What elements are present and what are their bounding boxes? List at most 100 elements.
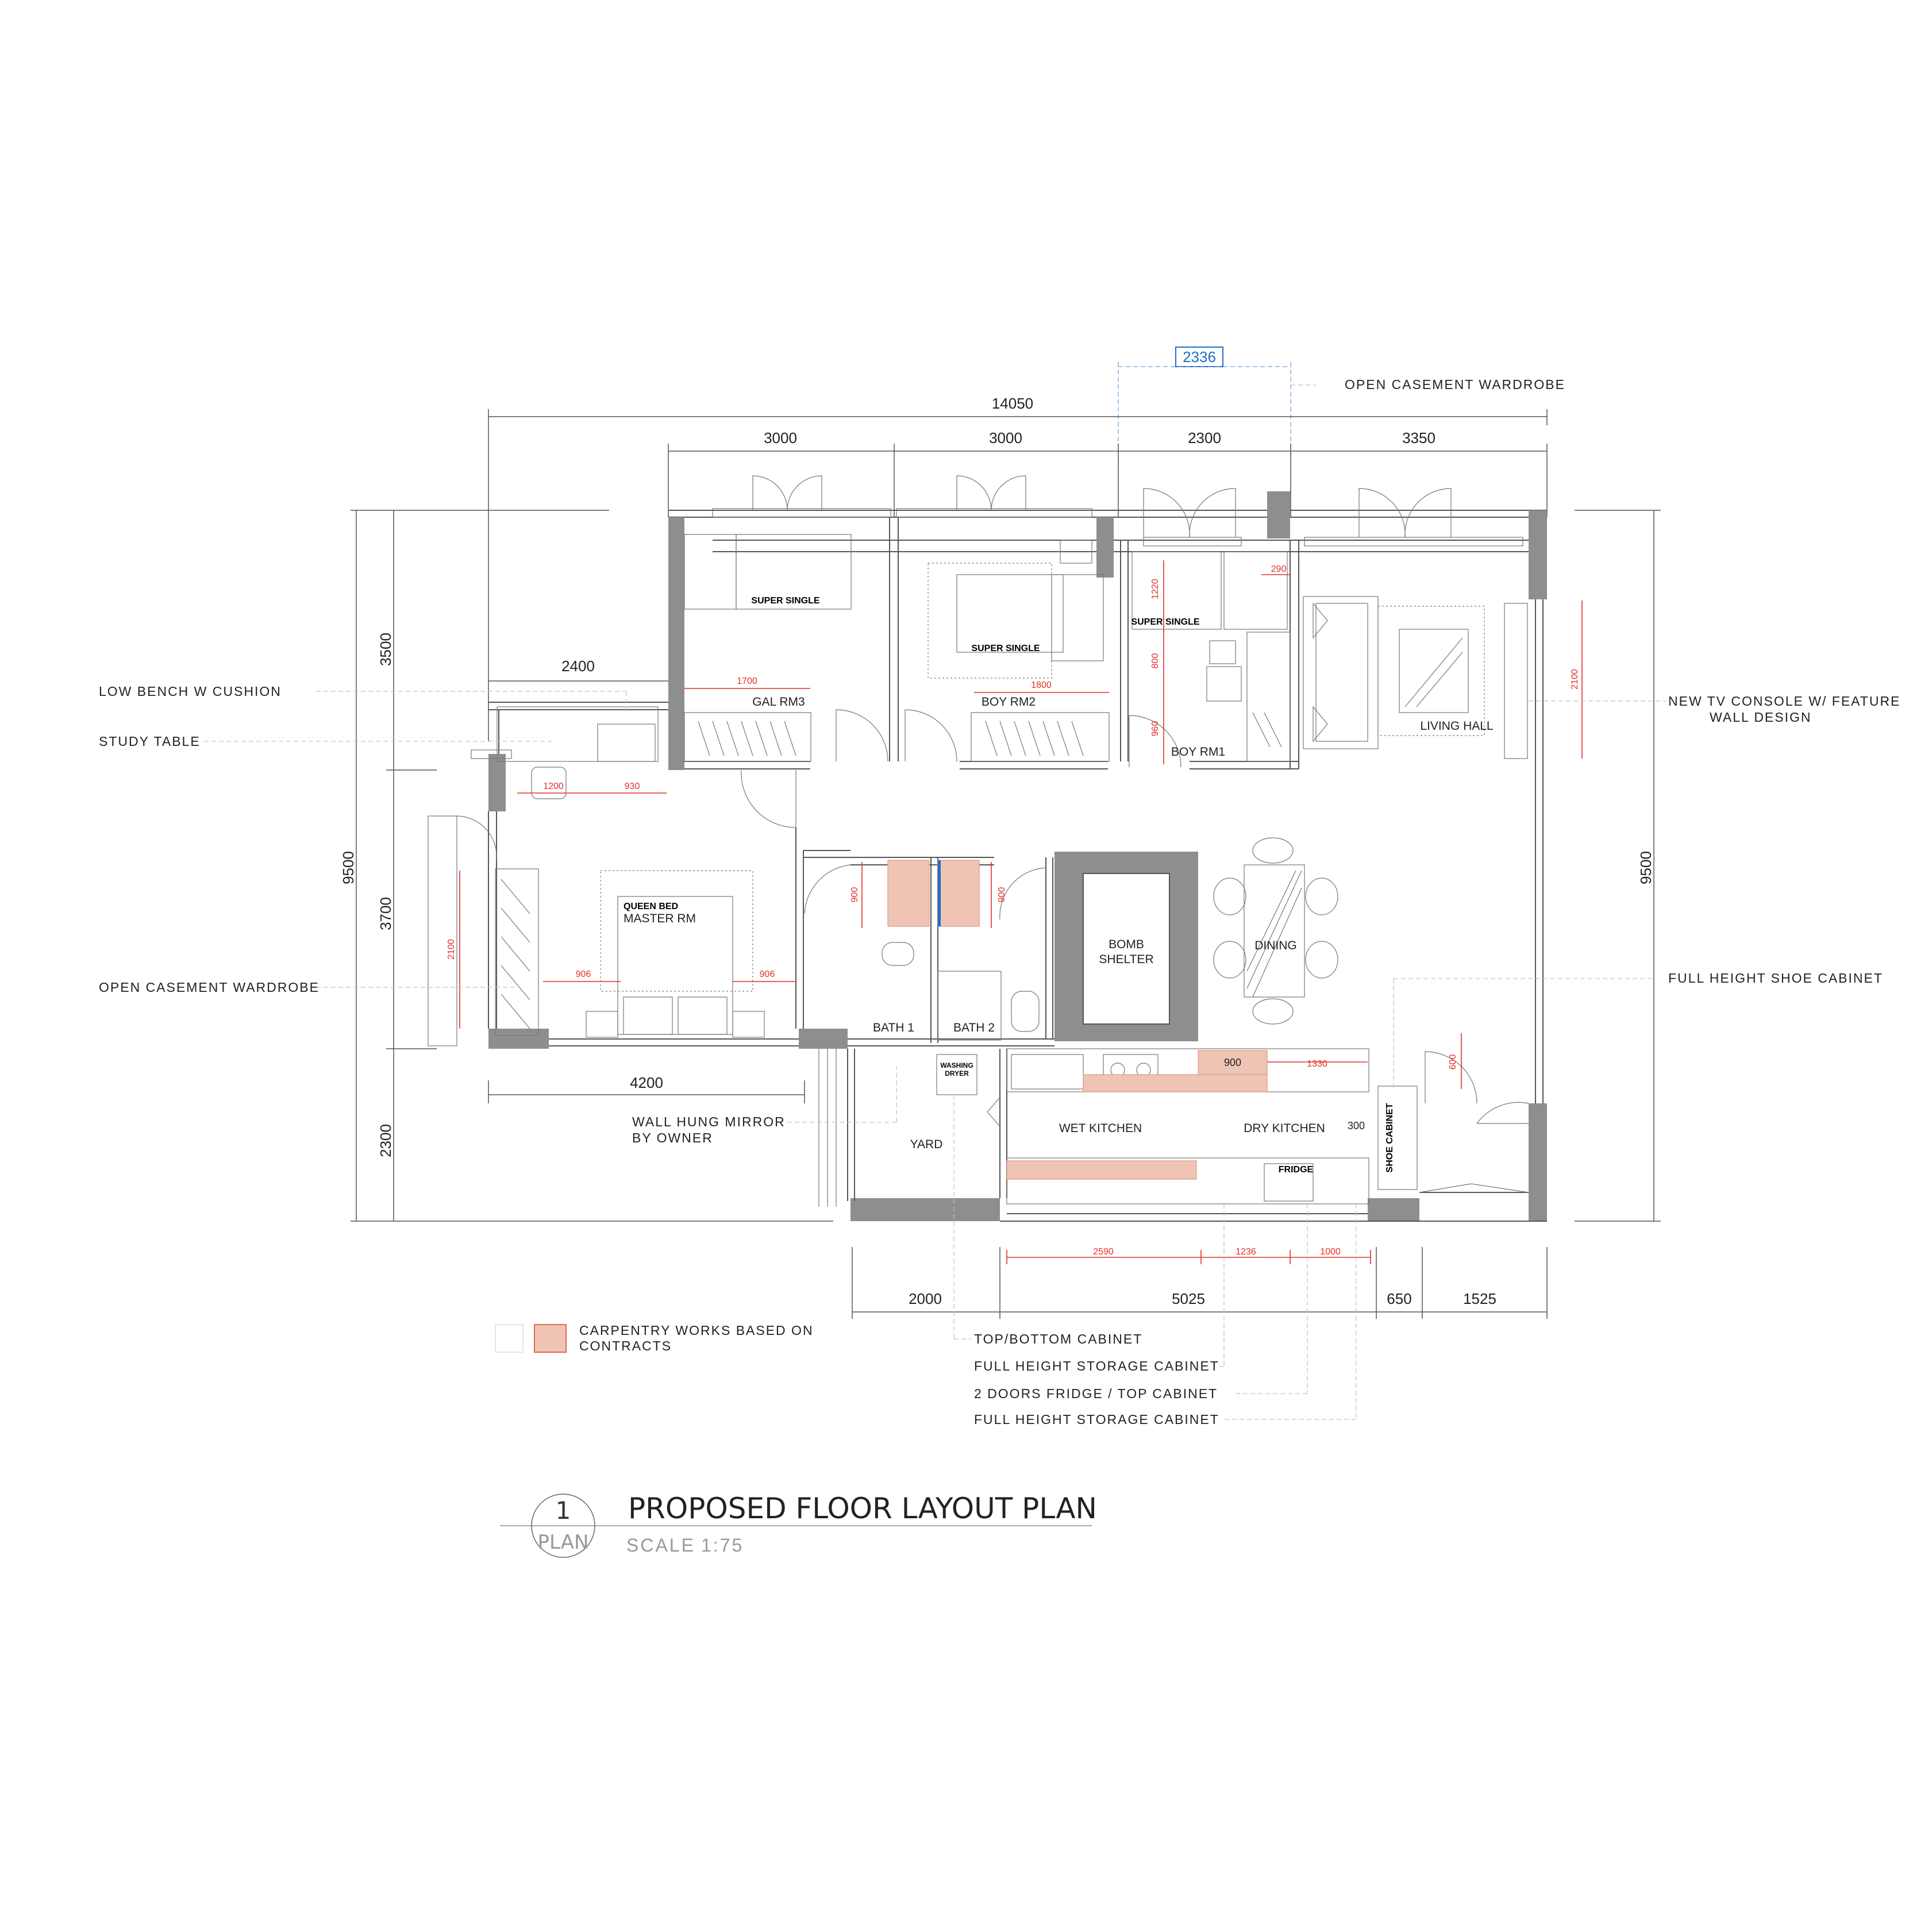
note-top-bottom: TOP/BOTTOM CABINET <box>974 1331 1142 1346</box>
dim-bottom-1: 2000 <box>909 1290 942 1307</box>
rdim-k-bottom-2: 1236 <box>1236 1247 1256 1257</box>
carpentry-bath1-vanity <box>887 860 930 927</box>
dim-bottom-4: 1525 <box>1463 1290 1496 1307</box>
note-low-bench: LOW BENCH W CUSHION <box>99 684 282 699</box>
label-fridge: FRIDGE <box>1279 1165 1314 1175</box>
highlight-dimension-box <box>1175 347 1223 367</box>
room-master: MASTER RM <box>624 912 696 925</box>
furniture <box>471 534 1528 1204</box>
furniture-labels: SUPER SINGLE SUPER SINGLE SUPER SINGLE Q… <box>624 596 1395 1175</box>
rdim-master-r: 906 <box>760 969 775 979</box>
wall-living-bottom <box>1529 1103 1547 1221</box>
note-open-wardrobe-top: OPEN CASEMENT WARDROBE <box>1345 377 1565 392</box>
room-labels: GAL RM3 BOY RM2 BOY RM1 LIVING HALL MAST… <box>624 695 1494 1151</box>
room-dining: DINING <box>1254 939 1297 952</box>
rdim-bath1: 900 <box>850 887 860 903</box>
room-wet-kitchen: WET KITCHEN <box>1059 1122 1142 1135</box>
label-ss1: SUPER SINGLE <box>751 596 819 606</box>
dim-study-width: 2400 <box>561 657 595 675</box>
rdim-boy2-bed: 1800 <box>1031 680 1052 690</box>
dim-left-total: 9500 <box>340 851 357 884</box>
room-gal: GAL RM3 <box>752 695 805 709</box>
carpentry-kitchen-top <box>1198 1050 1268 1075</box>
wall-study-left <box>488 754 506 811</box>
label-washer-2: DRYER <box>945 1069 969 1077</box>
title-number: 1 <box>556 1496 571 1525</box>
room-yard: YARD <box>910 1138 943 1151</box>
room-bath2: BATH 2 <box>953 1021 995 1034</box>
note-full-storage-1: FULL HEIGHT STORAGE CABINET <box>974 1358 1219 1373</box>
carpentry-works <box>887 860 1268 1180</box>
note-full-storage-2: FULL HEIGHT STORAGE CABINET <box>974 1412 1219 1427</box>
label-ss2: SUPER SINGLE <box>971 644 1040 653</box>
rdim-kitchen-b: 1330 <box>1307 1059 1327 1069</box>
wall-master-bottom-right <box>799 1029 848 1049</box>
title-heading: PROPOSED FLOOR LAYOUT PLAN <box>628 1492 1097 1525</box>
rdim-kitchen-c: 600 <box>1448 1054 1458 1070</box>
rdim-boy1-a: 1220 <box>1150 579 1160 599</box>
doors-windows <box>428 475 1529 1193</box>
room-boy2: BOY RM2 <box>982 695 1036 709</box>
legend-swatch-carpentry <box>534 1324 567 1353</box>
room-bath1: BATH 1 <box>873 1021 914 1034</box>
label-ss3: SUPER SINGLE <box>1131 617 1199 627</box>
room-bomb-1: BOMB <box>1109 938 1144 951</box>
rdim-bath2: 900 <box>997 887 1007 903</box>
wall-boy2-corner <box>1096 517 1114 578</box>
rdim-study-b: 930 <box>625 782 640 791</box>
dim-kitchen-300: 300 <box>1348 1120 1365 1132</box>
note-fridge-top: 2 DOORS FRIDGE / TOP CABINET <box>974 1386 1218 1401</box>
annotations: OPEN CASEMENT WARDROBE LOW BENCH W CUSHI… <box>99 377 1900 1427</box>
wall-boy1-right <box>1267 491 1290 538</box>
dim-right-total: 9500 <box>1637 851 1654 884</box>
rdim-k-bottom-3: 1000 <box>1320 1247 1341 1257</box>
label-washer-1: WASHING <box>940 1061 973 1069</box>
side-dimensions: 9500 3500 3700 2300 9500 <box>340 510 1661 1222</box>
rdim-kitchen-a: 900 <box>1224 1057 1241 1068</box>
wall-yard-bottom <box>850 1198 1000 1221</box>
dim-top-highlight: 2336 <box>1183 348 1216 365</box>
title-sub: PLAN <box>538 1531 589 1554</box>
rdim-k-bottom-1: 2590 <box>1093 1247 1114 1257</box>
dim-overall: 14050 <box>992 395 1033 412</box>
note-shoe-cabinet: FULL HEIGHT SHOE CABINET <box>1668 971 1883 986</box>
legend-line-2: CONTRACTS <box>579 1338 672 1353</box>
title-scale-label: SCALE <box>626 1535 695 1556</box>
note-mirror-2: BY OWNER <box>632 1130 713 1145</box>
wall-gal-left <box>668 517 684 770</box>
note-tv-2: WALL DESIGN <box>1710 710 1812 725</box>
dim-top-4: 3350 <box>1402 429 1435 447</box>
note-mirror-1: WALL HUNG MIRROR <box>632 1114 786 1129</box>
legend-line-1: CARPENTRY WORKS BASED ON <box>579 1323 814 1338</box>
dim-master-width: 4200 <box>630 1074 663 1091</box>
wall-master-bottom-left <box>488 1029 549 1049</box>
wall-kitchen-bottom <box>1368 1198 1419 1221</box>
legend: CARPENTRY WORKS BASED ON CONTRACTS <box>495 1323 814 1353</box>
label-queen: QUEEN BED <box>624 902 678 911</box>
dim-left-3: 2300 <box>377 1124 394 1157</box>
dim-top-1: 3000 <box>764 429 797 447</box>
top-dimensions: 2336 14050 3000 3000 2300 3350 2400 <box>488 347 1548 741</box>
wall-living-top <box>1529 510 1547 599</box>
note-tv-1: NEW TV CONSOLE W/ FEATURE <box>1668 694 1900 709</box>
room-living: LIVING HALL <box>1420 719 1493 733</box>
bottom-dimensions: 4200 2000 5025 650 1525 <box>488 1074 1548 1319</box>
carpentry-bath2-vanity <box>937 860 980 927</box>
carpentry-kitchen-top-2 <box>1083 1074 1268 1092</box>
dim-left-1: 3500 <box>377 633 394 666</box>
rdim-boy1-b: 800 <box>1150 653 1160 669</box>
note-open-wardrobe-left: OPEN CASEMENT WARDROBE <box>99 980 320 995</box>
dim-top-2: 3000 <box>989 429 1022 447</box>
dim-top-3: 2300 <box>1188 429 1221 447</box>
rdim-tv: 2100 <box>1570 669 1580 690</box>
bath2-mirror-blue <box>938 860 941 926</box>
dim-left-2: 3700 <box>377 897 394 930</box>
bomb-shelter-interior <box>1083 873 1170 1025</box>
rdim-boy1-d: 290 <box>1271 564 1287 574</box>
dim-bottom-2: 5025 <box>1172 1290 1205 1307</box>
carpentry-kitchen-bottom <box>1006 1160 1197 1180</box>
rdim-boy1-c: 960 <box>1150 721 1160 737</box>
room-boy1: BOY RM1 <box>1171 745 1225 759</box>
title-scale-value: 1:75 <box>701 1535 744 1556</box>
title-block: 1 PLAN PROPOSED FLOOR LAYOUT PLAN SCALE … <box>500 1492 1097 1558</box>
